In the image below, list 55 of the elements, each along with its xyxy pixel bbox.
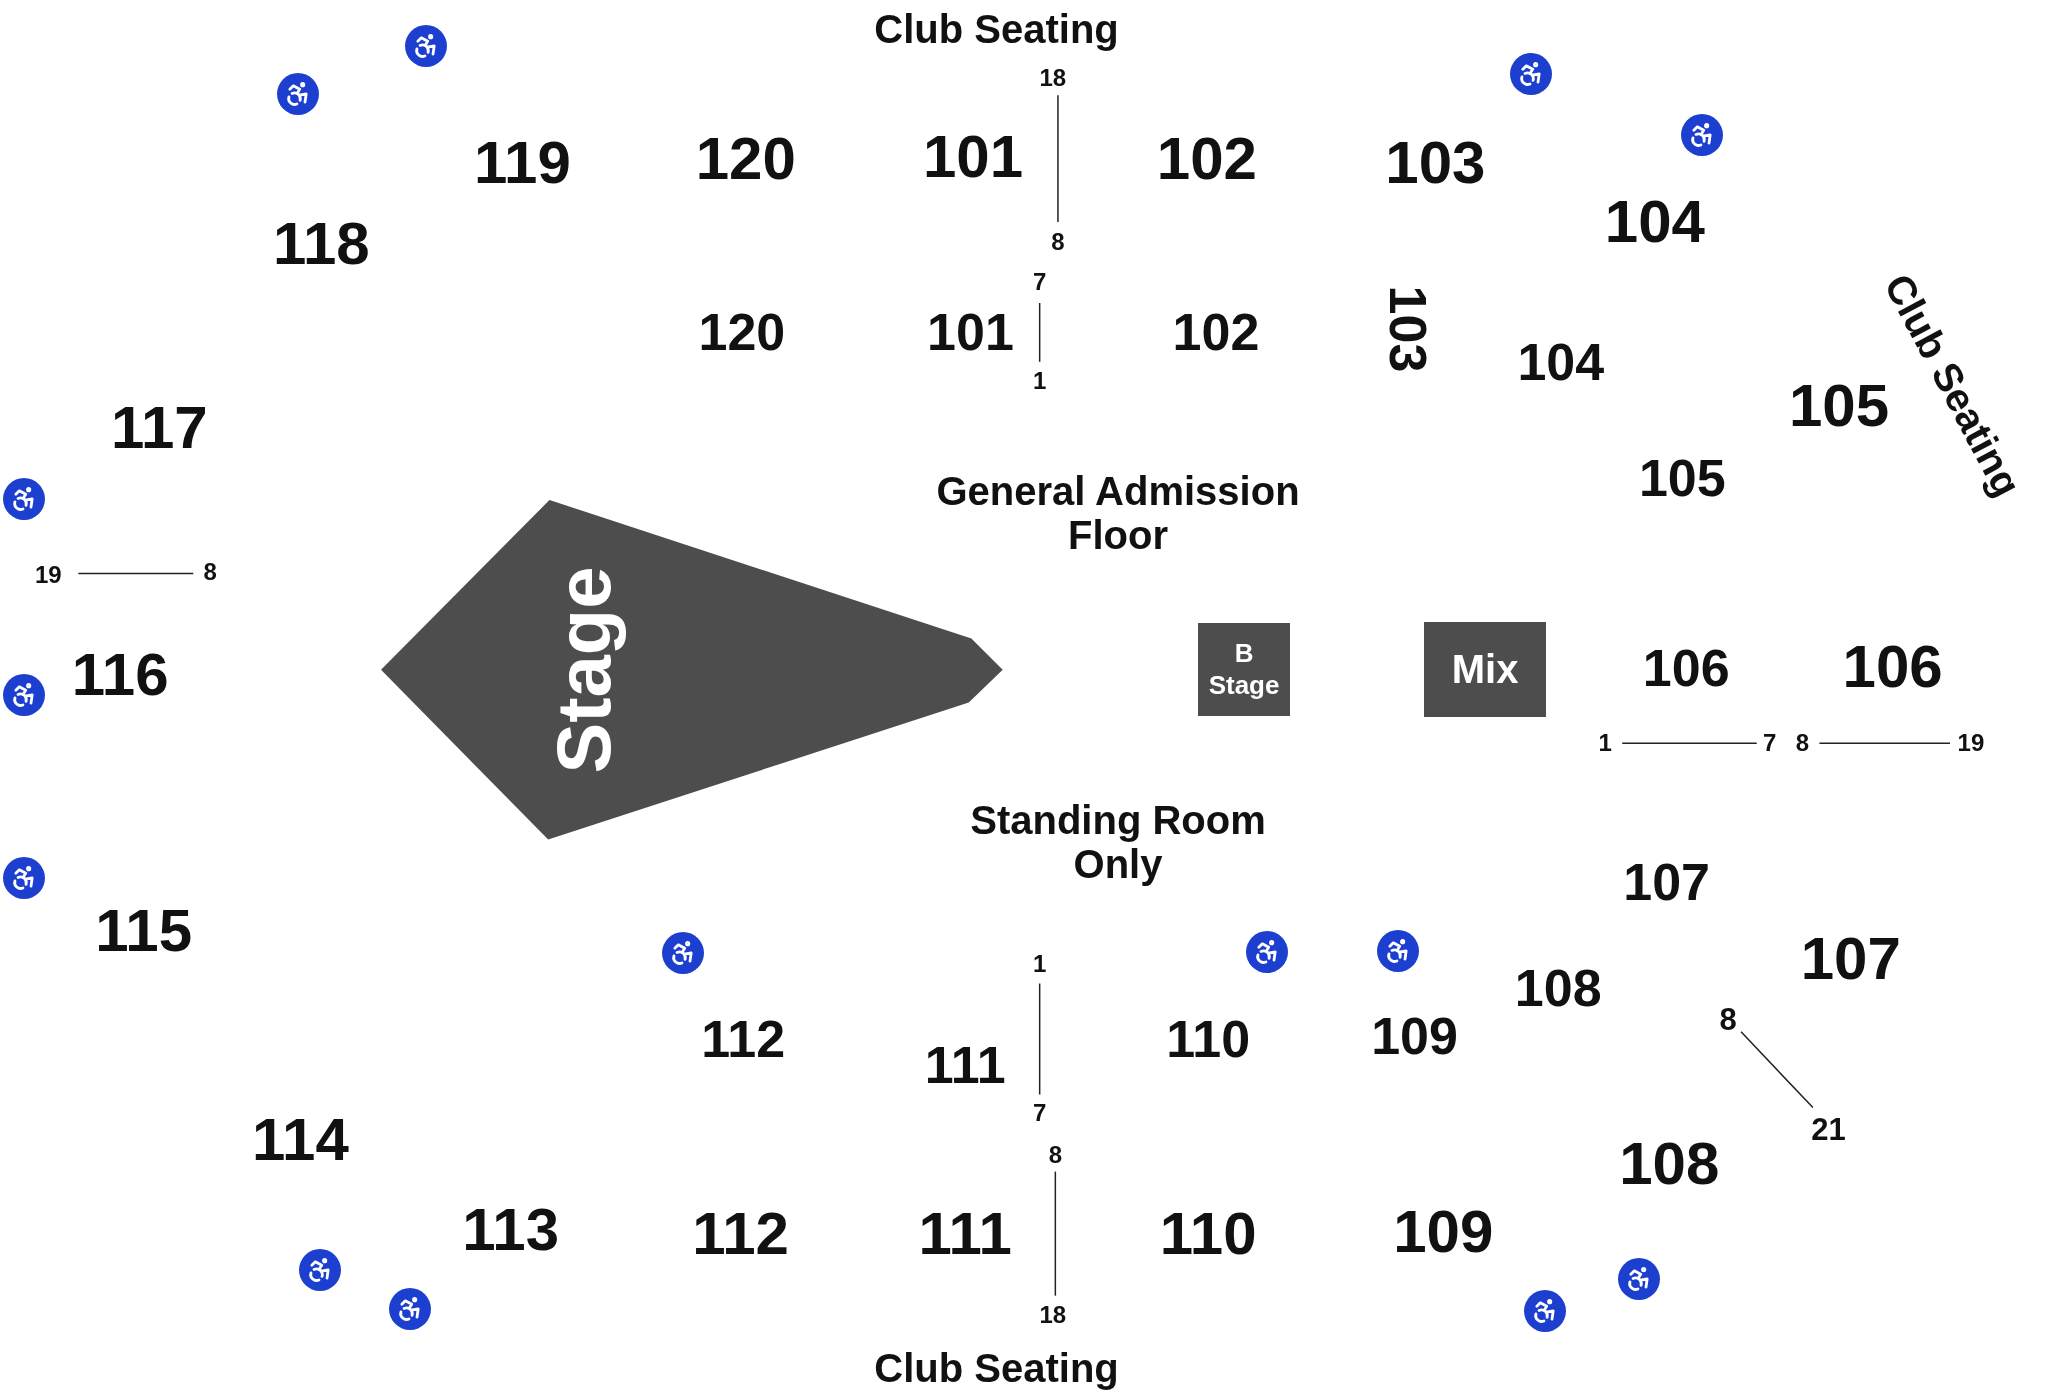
section-number: 104 <box>1604 189 1705 256</box>
row-number: 19 <box>1957 730 1985 757</box>
row-number: 7 <box>1763 730 1777 757</box>
section-number: 111 <box>924 1037 1006 1095</box>
row-number: 8 <box>203 558 217 586</box>
section-number: 118 <box>272 211 370 278</box>
section-number: 107 <box>1800 925 1901 992</box>
row-number: 1 <box>1033 368 1047 395</box>
section-number: 106 <box>1642 640 1730 698</box>
row-number: 8 <box>1051 228 1065 255</box>
row-number: 18 <box>1039 65 1067 92</box>
section-number: 120 <box>695 126 796 193</box>
section-number: 109 <box>1371 1008 1458 1066</box>
row-number: 18 <box>1039 1302 1067 1329</box>
area-label: Club Seating <box>874 1345 1119 1390</box>
row-number: 8 <box>1048 1141 1062 1168</box>
section-number: 110 <box>1159 1201 1257 1268</box>
section-number: 113 <box>462 1197 560 1264</box>
section-number: 103 <box>1385 130 1486 197</box>
section-number: 119 <box>474 130 571 197</box>
section-number: 120 <box>698 304 786 362</box>
area-label: Standing Room Only <box>969 798 1267 887</box>
row-number: 1 <box>1033 950 1047 978</box>
section-number: 115 <box>95 898 193 965</box>
section-number: 103 <box>1378 285 1436 373</box>
row-number: 21 <box>1811 1112 1846 1147</box>
section-number: 112 <box>701 1011 786 1069</box>
row-number: 1 <box>1598 730 1612 757</box>
section-number: 109 <box>1393 1198 1494 1265</box>
section-number: 105 <box>1788 373 1890 440</box>
section-number: 106 <box>1842 634 1943 701</box>
stage-block: Mix <box>1423 621 1547 718</box>
section-number: 104 <box>1517 334 1605 392</box>
section-number: 116 <box>71 642 169 709</box>
row-number: 8 <box>1719 1003 1737 1038</box>
section-number: 101 <box>923 123 1024 190</box>
row-number: 7 <box>1033 1099 1047 1126</box>
section-number: 102 <box>1172 304 1260 362</box>
section-number: 108 <box>1619 1130 1720 1197</box>
section-number: 112 <box>692 1201 789 1268</box>
section-number: 101 <box>927 304 1014 362</box>
section-number: 117 <box>110 395 208 462</box>
stage-block: B Stage <box>1197 623 1291 716</box>
row-number: 7 <box>1033 268 1047 296</box>
section-number: 105 <box>1638 450 1726 508</box>
row-number: 8 <box>1795 730 1810 757</box>
section-number: 107 <box>1623 854 1710 912</box>
row-number: 19 <box>34 561 62 588</box>
section-number: 114 <box>252 1107 349 1174</box>
area-label: General Admission Floor <box>935 469 1301 558</box>
area-label: Club Seating <box>874 6 1119 51</box>
section-number: 102 <box>1156 126 1257 193</box>
section-number: 111 <box>918 1201 1012 1268</box>
section-number: 110 <box>1166 1011 1251 1069</box>
section-number: 108 <box>1514 960 1602 1018</box>
